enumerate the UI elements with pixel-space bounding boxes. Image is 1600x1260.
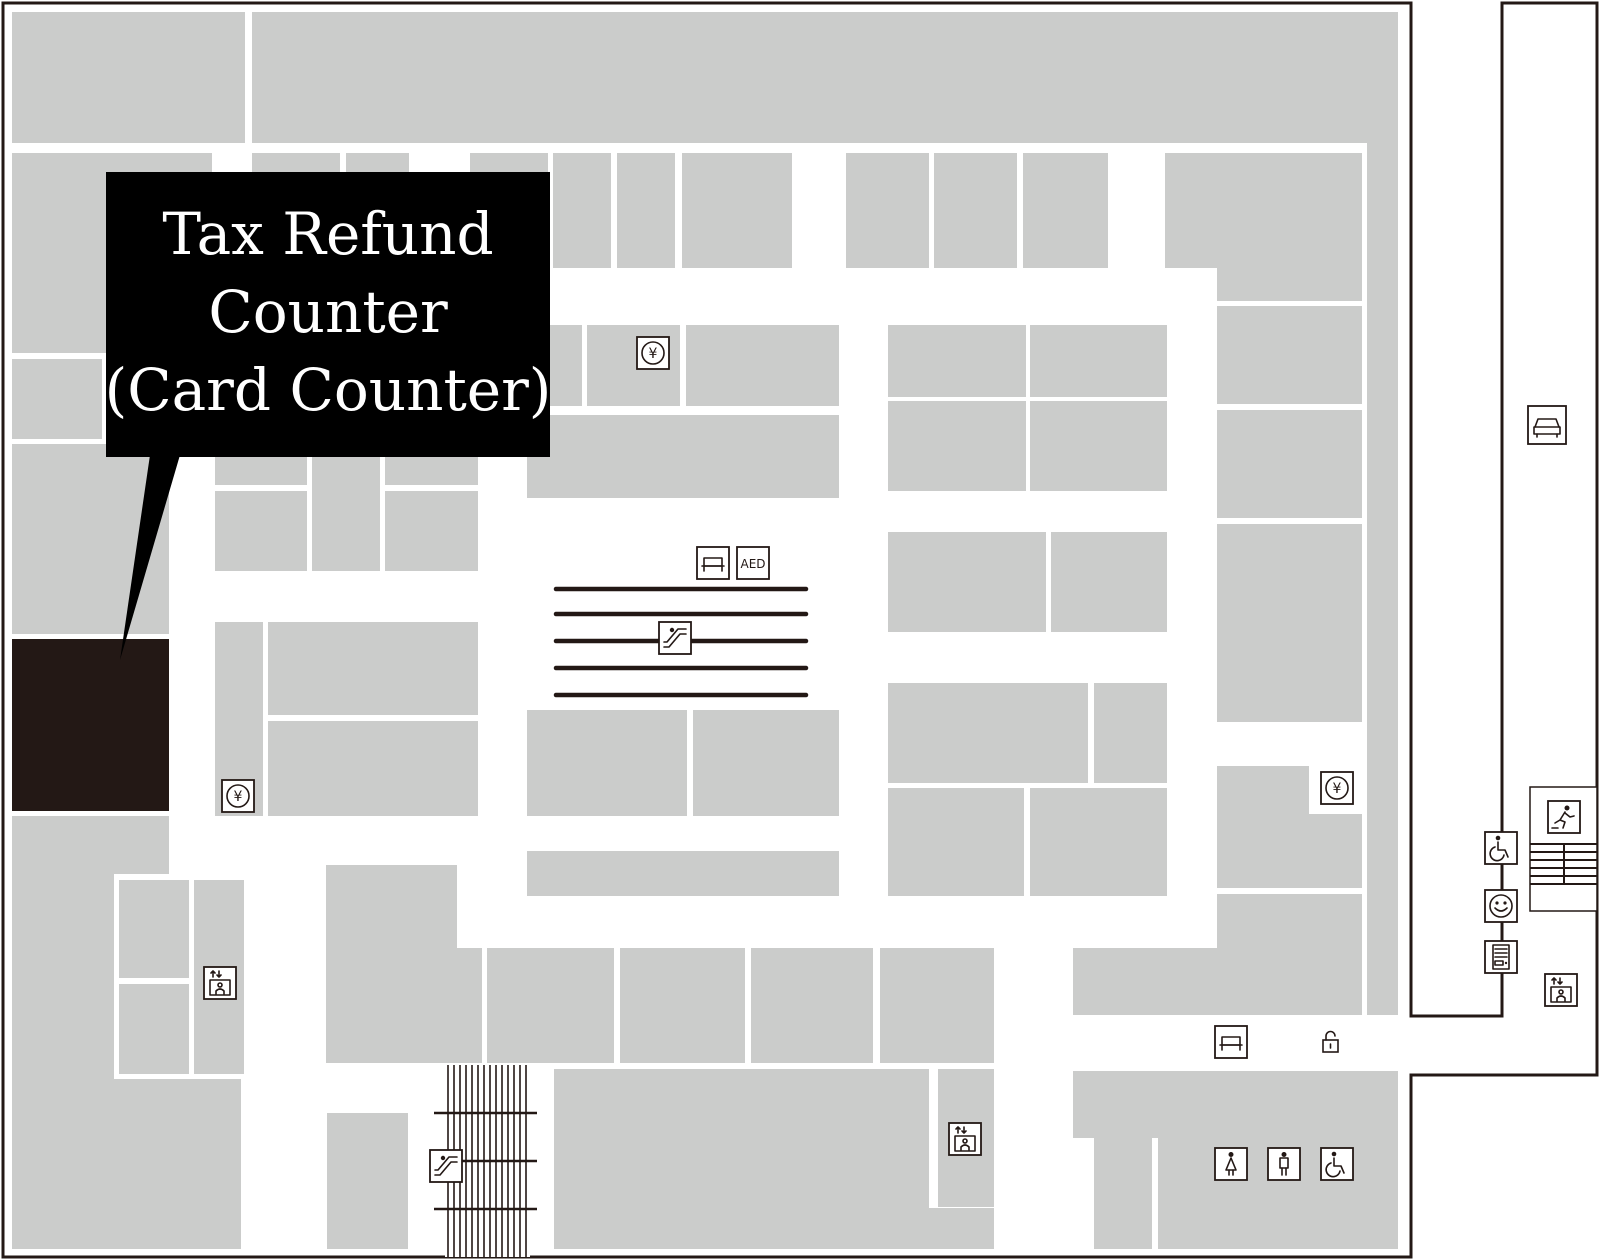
shop-row2-i[interactable] (1023, 153, 1108, 268)
accessible-restroom-icon[interactable] (1320, 1147, 1354, 1181)
svg-text:¥: ¥ (1333, 781, 1342, 797)
mens-restroom-icon[interactable] (1267, 1147, 1301, 1181)
emergency-exit-icon[interactable] (1547, 800, 1581, 834)
currency-exchange-icon[interactable]: ¥ (636, 336, 670, 370)
shop-lc-2[interactable] (215, 491, 307, 571)
shop-bottom-8[interactable] (929, 1208, 994, 1249)
womens-restroom-icon[interactable] (1214, 1147, 1248, 1181)
shop-bottom-6[interactable] (327, 1113, 408, 1249)
escalator-icon[interactable] (429, 1149, 463, 1183)
shop-lc-5[interactable] (385, 491, 478, 571)
shop-right-strip[interactable] (1367, 12, 1398, 1015)
aed-icon[interactable]: AED (736, 546, 770, 580)
shop-left-6[interactable] (12, 1079, 241, 1249)
shop-left-2[interactable] (12, 359, 102, 439)
shop-center-6[interactable] (693, 710, 839, 816)
shop-right-1[interactable] (1217, 306, 1362, 404)
tax-refund-counter-highlight[interactable] (12, 639, 169, 811)
shop-top-left[interactable] (12, 12, 245, 143)
shop-row2-f[interactable] (682, 153, 792, 268)
shop-center-5[interactable] (527, 710, 687, 816)
shop-bottom-1[interactable] (326, 865, 457, 1063)
shop-right-3[interactable] (1217, 524, 1362, 722)
svg-text:¥: ¥ (649, 346, 658, 362)
callout-box (106, 172, 550, 457)
shop-row2-h[interactable] (934, 153, 1017, 268)
shop-rc-7[interactable] (888, 683, 1088, 783)
shop-right-4b[interactable] (1309, 814, 1362, 888)
tax-refund-callout[interactable]: Tax Refund Counter (Card Counter) (105, 172, 552, 660)
shop-bottom-1b[interactable] (457, 948, 482, 1063)
shop-right-4[interactable] (1217, 766, 1309, 888)
information-icon[interactable] (1484, 889, 1518, 923)
svg-text:AED: AED (740, 557, 765, 571)
shop-rc-6[interactable] (1051, 532, 1167, 632)
shop-rc-9[interactable] (888, 788, 1024, 896)
shop-bottom-11[interactable] (1094, 1138, 1152, 1249)
wheelchair-icon[interactable] (1484, 831, 1518, 865)
shop-left-5[interactable] (12, 874, 114, 1079)
shop-top-band[interactable] (252, 12, 1398, 143)
shop-center-4[interactable] (527, 415, 839, 498)
shop-center-3[interactable] (686, 325, 839, 406)
shop-left-4[interactable] (12, 816, 169, 874)
shop-rc-4[interactable] (1030, 401, 1167, 491)
elevator-icon[interactable] (948, 1122, 982, 1156)
shop-right-2[interactable] (1217, 410, 1362, 518)
shop-lc-8[interactable] (268, 721, 478, 816)
shop-row2-j2[interactable] (1217, 268, 1362, 301)
shop-bottom-3[interactable] (620, 948, 745, 1063)
callout-pointer (120, 455, 180, 660)
shop-rc-3[interactable] (888, 401, 1026, 491)
shop-right-6[interactable] (1073, 948, 1217, 1015)
shop-rc-2[interactable] (1030, 325, 1167, 397)
taxi-icon[interactable] (1527, 405, 1567, 445)
shop-bottom-5[interactable] (880, 948, 994, 1063)
shop-rc-10[interactable] (1030, 788, 1167, 896)
callout-line-1: Tax Refund (162, 200, 493, 268)
rest-area-icon[interactable] (1214, 1025, 1248, 1059)
shop-bottom-4[interactable] (751, 948, 873, 1063)
shop-lc-7[interactable] (268, 622, 478, 715)
shop-bottom-7[interactable] (554, 1069, 929, 1249)
currency-exchange-icon[interactable]: ¥ (1320, 771, 1354, 805)
shop-row2-d[interactable] (553, 153, 611, 268)
shop-bottom-2[interactable] (487, 948, 614, 1063)
elevator-icon[interactable] (203, 966, 237, 1000)
shop-row2-j[interactable] (1165, 153, 1362, 268)
escalator-icon[interactable] (658, 621, 692, 655)
rest-area-icon[interactable] (696, 546, 730, 580)
shop-row2-g[interactable] (846, 153, 929, 268)
shop-rc-5[interactable] (888, 532, 1046, 632)
shop-center-7[interactable] (527, 851, 839, 896)
svg-text:¥: ¥ (234, 789, 243, 805)
vending-machine-icon[interactable] (1484, 940, 1518, 974)
shop-left-8[interactable] (119, 984, 189, 1074)
shop-rc-8[interactable] (1094, 683, 1167, 783)
bottom-entrance-stairs (434, 1065, 537, 1257)
central-escalator-stairs (553, 586, 809, 698)
shop-rc-1[interactable] (888, 325, 1026, 397)
annex-link (1411, 1018, 1597, 1073)
shop-bottom-10[interactable] (1073, 1071, 1398, 1138)
callout-line-2: Counter (208, 278, 448, 346)
shop-row2-e[interactable] (617, 153, 675, 268)
shop-left-7[interactable] (119, 880, 189, 978)
locker-icon[interactable] (1322, 1030, 1339, 1053)
shop-right-5[interactable] (1217, 894, 1362, 1015)
callout-line-3: (Card Counter) (105, 356, 552, 424)
currency-exchange-icon[interactable]: ¥ (221, 779, 255, 813)
elevator-icon[interactable] (1544, 973, 1578, 1007)
